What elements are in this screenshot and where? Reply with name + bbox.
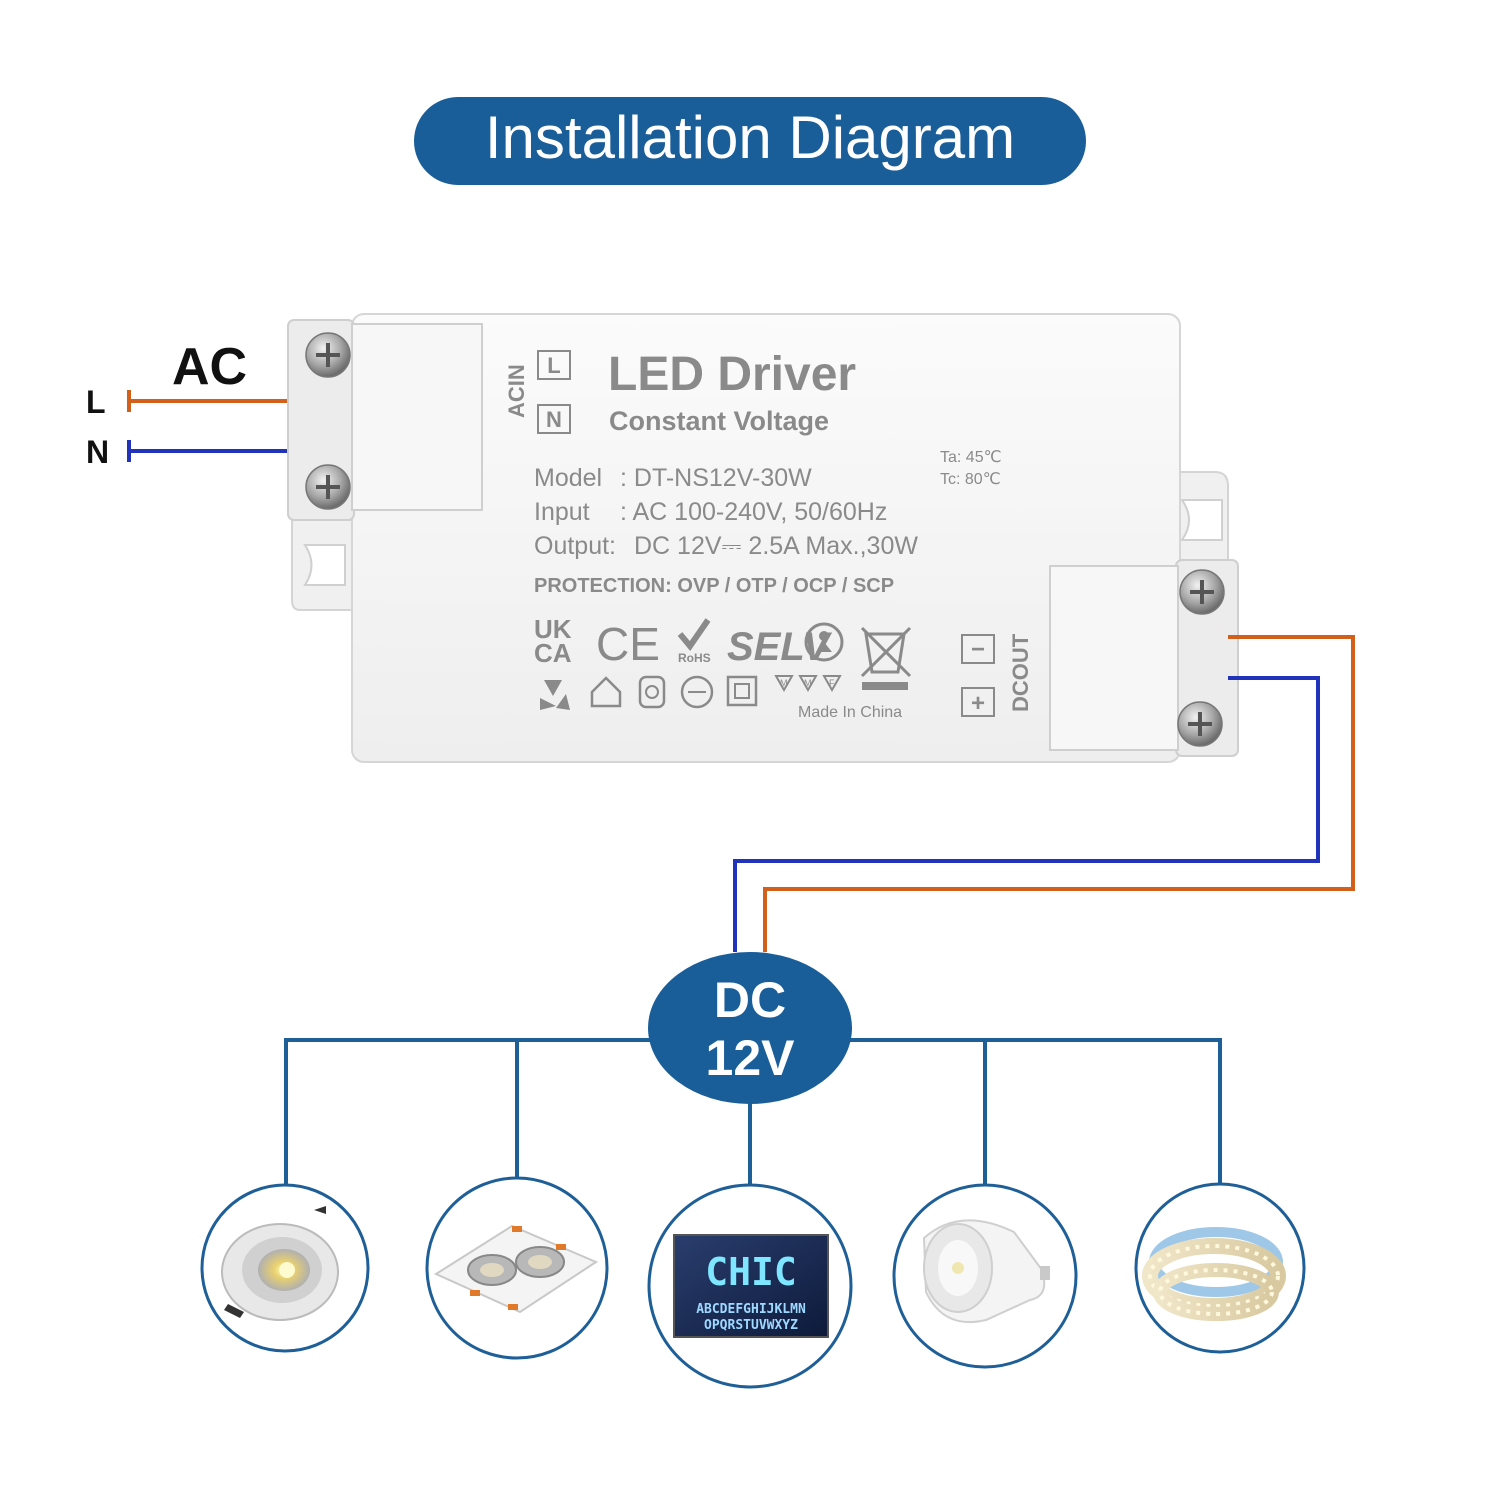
mount-f-mark: F — [829, 678, 835, 688]
dcout-minus-box — [961, 634, 995, 664]
bus-left — [284, 1038, 700, 1185]
sign-row-1: ABCDEFGHIJKLMN — [696, 1302, 806, 1317]
device-twin-spot — [425, 1176, 609, 1360]
twin-spot-downlight-icon — [433, 1224, 599, 1314]
rohs-label: RoHS — [678, 651, 711, 665]
cob-downlight-icon — [221, 1206, 339, 1321]
protection-line: PROTECTION: OVP / OTP / OCP / SCP — [534, 575, 894, 597]
driver-housing — [351, 313, 1181, 763]
sign-top-text: CHIC — [705, 1250, 797, 1294]
weee-bin-icon — [860, 626, 912, 690]
usage-symbols: M M F Made In China — [540, 675, 902, 721]
dc-badge-ellipse — [648, 952, 852, 1104]
led-driver: ACIN L N LED Driver Constant Voltage Ta:… — [287, 313, 1239, 763]
mount-m-mark: M — [780, 678, 788, 688]
led-strip-icon — [1142, 1227, 1286, 1321]
dc-negative-wire — [733, 676, 1320, 952]
acin-n-box — [537, 404, 571, 434]
title-pill — [414, 97, 1086, 185]
dc-label: DC — [714, 972, 786, 1028]
voltage-label: 12V — [706, 1030, 796, 1086]
ukca-mark-icon: UK — [534, 614, 572, 644]
dc-terminal-cover — [1049, 565, 1179, 751]
left-mount-slot — [303, 544, 346, 586]
mounting-marks-icon: M M F — [774, 675, 842, 693]
ac-screw-n-icon — [305, 464, 351, 510]
dc-output-wires — [733, 635, 1355, 952]
input-label: Input — [534, 498, 590, 526]
ac-terminal-cover — [351, 323, 483, 511]
gu10-bulb-icon — [922, 1219, 1050, 1324]
mount-m-mark-2: M — [804, 678, 812, 688]
ta-rating: Ta: 45℃ — [940, 449, 1002, 466]
ukca-mark-lower: CA — [534, 638, 572, 668]
distribution-bus — [284, 1038, 1222, 1186]
ce-mark-icon: CE — [596, 618, 660, 670]
acin-label: ACIN — [504, 364, 529, 418]
live-label: L — [86, 384, 106, 420]
ac-screw-l-icon — [305, 332, 351, 378]
input-value: : AC 100-240V, 50/60Hz — [620, 498, 887, 526]
recycle-icon — [540, 680, 570, 710]
indoor-use-icon — [590, 676, 622, 708]
bus-right — [800, 1038, 1222, 1186]
led-sign-icon: CHIC ABCDEFGHIJKLMN OPQRSTUVWXYZ — [673, 1234, 829, 1338]
dc-screw-plus-icon — [1177, 701, 1223, 747]
title-banner: Installation Diagram — [414, 97, 1086, 185]
dcout-plus-box — [961, 687, 995, 717]
made-in-label: Made In China — [798, 704, 902, 721]
device-strip — [1134, 1182, 1306, 1354]
device-gu10 — [892, 1183, 1078, 1369]
rohs-check-icon — [677, 618, 711, 651]
acin-l-box — [537, 350, 571, 380]
double-insulation-icon — [726, 675, 758, 707]
tc-rating: Tc: 80℃ — [940, 471, 1001, 488]
driver-title: LED Driver — [608, 348, 856, 401]
lamp-symbol-icon — [680, 675, 714, 709]
device-sign: CHIC ABCDEFGHIJKLMN OPQRSTUVWXYZ — [647, 1183, 853, 1389]
model-label: Model — [534, 464, 602, 492]
right-mount-slot — [1180, 499, 1223, 541]
sign-row-2: OPQRSTUVWXYZ — [704, 1318, 798, 1333]
class-ii-icon — [638, 675, 666, 709]
dcout-label: DCOUT — [1008, 633, 1033, 712]
dc-positive-wire — [763, 635, 1355, 952]
dcout-plus: + — [971, 690, 985, 717]
neutral-label: N — [86, 434, 109, 470]
selv-mark-icon: SELV — [727, 625, 833, 669]
ac-label: AC — [172, 338, 247, 396]
acin-n-text: N — [546, 407, 562, 432]
acin-l-text: L — [547, 353, 560, 378]
output-label: Output: — [534, 532, 616, 560]
driver-subtitle: Constant Voltage — [609, 406, 829, 436]
safety-symbol-icon — [804, 622, 844, 662]
page-title: Installation Diagram — [485, 104, 1015, 171]
certification-marks: UK CA CE RoHS SELV — [534, 614, 912, 690]
ac-input: AC L N — [86, 338, 302, 470]
device-downlight — [200, 1183, 370, 1353]
output-value: DC 12V⎓ 2.5A Max.,30W — [634, 532, 918, 560]
dc-12v-badge: DC 12V — [648, 952, 852, 1104]
model-value: : DT-NS12V-30W — [620, 464, 812, 492]
dc-screw-minus-icon — [1179, 569, 1225, 615]
dcout-minus: − — [971, 636, 985, 663]
